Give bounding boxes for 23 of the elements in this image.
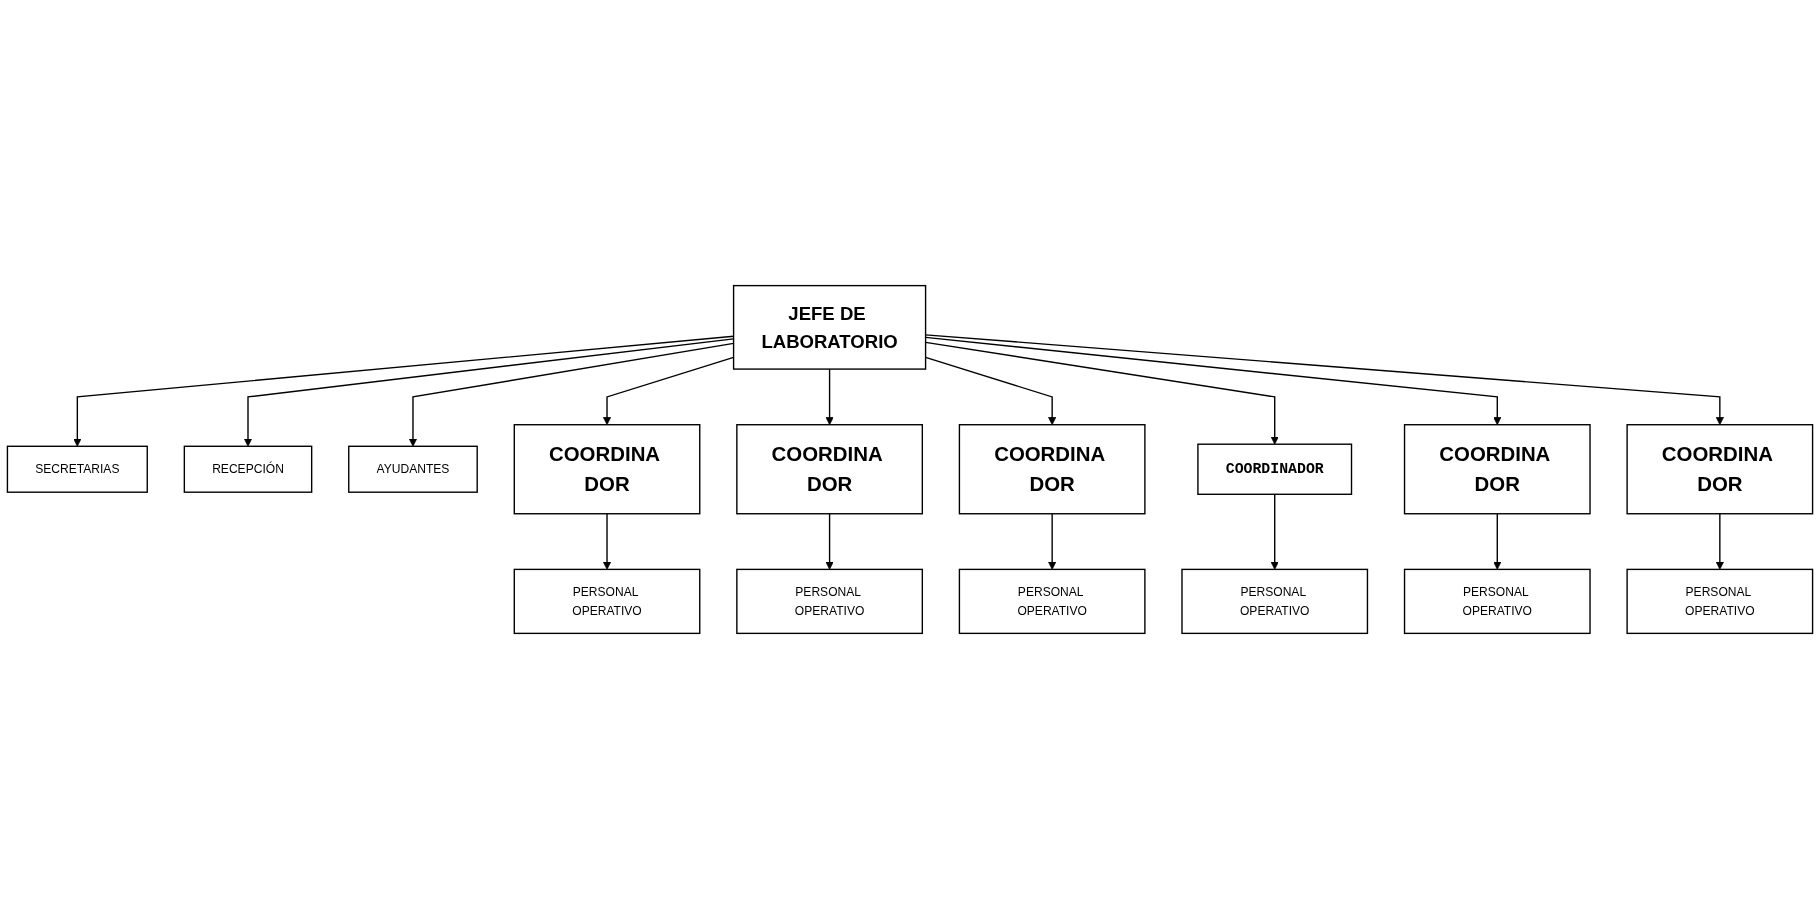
node-box: PERSONAL OPERATIVO xyxy=(736,568,923,635)
node-box: AYUDANTES xyxy=(348,445,478,493)
arrow xyxy=(825,368,834,426)
node-box: PERSONAL OPERATIVO xyxy=(958,568,1146,635)
node-box: RECEPCIÓN xyxy=(183,445,313,493)
node-box: PERSONAL OPERATIVO xyxy=(1626,568,1814,635)
node-box: COORDINA DOR xyxy=(1403,424,1591,515)
arrow xyxy=(1048,513,1057,570)
arrow xyxy=(1270,493,1279,570)
node-box: COORDINA DOR xyxy=(1626,424,1814,515)
node-box: PERSONAL OPERATIVO xyxy=(1181,568,1369,635)
node-box: JEFE DE LABORATORIO xyxy=(732,284,927,370)
node-box: COORDINA DOR xyxy=(736,424,923,515)
node-box: PERSONAL OPERATIVO xyxy=(513,568,701,635)
arrow xyxy=(1715,513,1724,570)
arrow xyxy=(1493,513,1502,570)
node-box: COORDINA DOR xyxy=(513,424,701,515)
node-box: COORDINADOR xyxy=(1197,443,1353,495)
arrow xyxy=(602,513,612,570)
node-box: PERSONAL OPERATIVO xyxy=(1403,568,1591,635)
node-box: COORDINA DOR xyxy=(958,424,1146,515)
arrow xyxy=(825,513,834,570)
node-box: SECRETARIAS xyxy=(6,445,148,493)
